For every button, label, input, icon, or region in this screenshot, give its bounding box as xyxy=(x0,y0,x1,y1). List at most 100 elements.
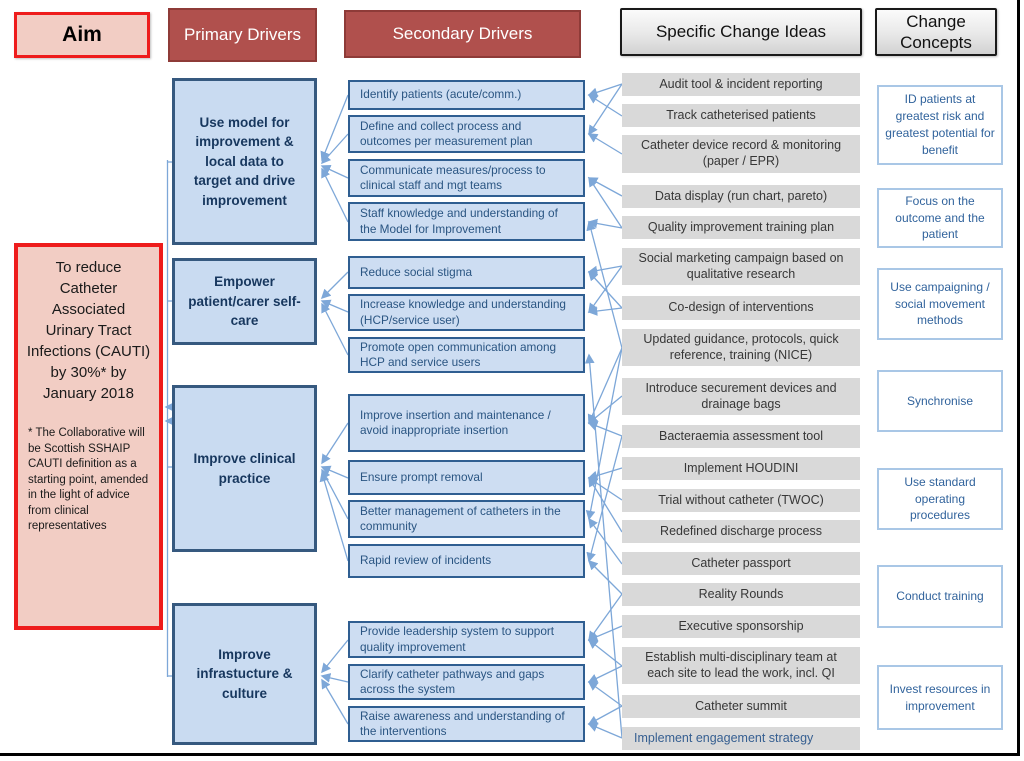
secondary-driver-box: Staff knowledge and understanding of the… xyxy=(348,202,585,241)
change-concept-box: Use standard operating procedures xyxy=(877,468,1003,530)
secondary-driver-label: Identify patients (acute/comm.) xyxy=(360,87,522,102)
change-idea-box: Audit tool & incident reporting xyxy=(622,73,860,96)
specific-change-ideas-header: Specific Change Ideas xyxy=(620,8,862,56)
change-idea-label: Quality improvement training plan xyxy=(647,219,835,234)
change-idea-label: Co-design of interventions xyxy=(668,300,814,315)
change-concepts-header-label: Change Concepts xyxy=(900,11,972,52)
secondary-driver-label: Ensure prompt removal xyxy=(360,469,483,484)
secondary-driver-box: Promote open communication among HCP and… xyxy=(348,337,585,373)
change-concept-label: Focus on the outcome and the patient xyxy=(895,193,985,242)
change-concept-box: Conduct training xyxy=(877,565,1003,628)
change-concepts-header: Change Concepts xyxy=(875,8,997,56)
change-idea-box: Implement HOUDINI xyxy=(622,457,860,480)
change-concept-box: ID patients at greatest risk and greates… xyxy=(877,85,1003,165)
primary-driver-label: Use model for improvement & local data t… xyxy=(193,114,296,208)
specific-change-ideas-header-label: Specific Change Ideas xyxy=(655,22,827,42)
aim-header: Aim xyxy=(14,12,150,58)
change-idea-box: Redefined discharge process xyxy=(622,520,860,543)
change-idea-label: Catheter device record & monitoring (pap… xyxy=(640,138,842,168)
change-idea-box: Catheter passport xyxy=(622,552,860,575)
primary-driver-box: Use model for improvement & local data t… xyxy=(172,78,317,245)
change-idea-box: Implement engagement strategy xyxy=(622,727,860,750)
change-idea-box: Establish multi-disciplinary team at eac… xyxy=(622,647,860,684)
secondary-drivers-header-label: Secondary Drivers xyxy=(392,24,533,44)
secondary-driver-label: Provide leadership system to support qua… xyxy=(360,624,555,654)
secondary-driver-label: Staff knowledge and understanding of the… xyxy=(360,206,558,236)
secondary-driver-label: Clarify catheter pathways and gaps acros… xyxy=(360,666,545,696)
aim-header-label: Aim xyxy=(62,23,102,46)
change-idea-label: Introduce securement devices and drainag… xyxy=(645,380,837,411)
secondary-driver-box: Clarify catheter pathways and gaps acros… xyxy=(348,664,585,700)
change-idea-box: Data display (run chart, pareto) xyxy=(622,185,860,208)
secondary-driver-box: Raise awareness and understanding of the… xyxy=(348,706,585,742)
secondary-driver-label: Promote open communication among HCP and… xyxy=(360,339,557,369)
change-concept-label: Use campaigning / social movement method… xyxy=(890,279,990,328)
change-idea-box: Quality improvement training plan xyxy=(622,216,860,239)
change-idea-box: Bacteraemia assessment tool xyxy=(622,425,860,448)
secondary-driver-label: Define and collect process and outcomes … xyxy=(360,118,533,148)
change-idea-label: Implement engagement strategy xyxy=(634,730,814,745)
change-idea-box: Catheter summit xyxy=(622,695,860,718)
change-idea-box: Reality Rounds xyxy=(622,583,860,606)
change-idea-label: Implement HOUDINI xyxy=(683,460,799,475)
secondary-driver-label: Rapid review of incidents xyxy=(360,553,492,568)
secondary-driver-box: Identify patients (acute/comm.) xyxy=(348,80,585,110)
change-idea-label: Social marketing campaign based on quali… xyxy=(638,250,844,281)
change-idea-label: Trial without catheter (TWOC) xyxy=(658,492,824,507)
change-idea-label: Reality Rounds xyxy=(698,586,784,601)
page-border-right xyxy=(1017,0,1020,756)
aim-box: To reduce Catheter Associated Urinary Tr… xyxy=(14,243,163,630)
secondary-driver-box: Increase knowledge and understanding (HC… xyxy=(348,294,585,331)
primary-drivers-header: Primary Drivers xyxy=(168,8,317,62)
change-concept-label: Invest resources in improvement xyxy=(889,681,991,713)
secondary-driver-box: Improve insertion and maintenance / avoi… xyxy=(348,394,585,452)
change-idea-box: Co-design of interventions xyxy=(622,296,860,320)
secondary-drivers-header: Secondary Drivers xyxy=(344,10,581,58)
primary-driver-box: Improve clinical practice xyxy=(172,385,317,552)
change-concept-box: Use campaigning / social movement method… xyxy=(877,268,1003,340)
primary-driver-box: Improve infrastucture & culture xyxy=(172,603,317,745)
secondary-driver-box: Rapid review of incidents xyxy=(348,544,585,578)
secondary-driver-box: Communicate measures/process to clinical… xyxy=(348,159,585,197)
change-concept-box: Synchronise xyxy=(877,370,1003,432)
change-concept-label: Conduct training xyxy=(896,589,984,604)
secondary-driver-box: Ensure prompt removal xyxy=(348,460,585,495)
change-concept-label: Synchronise xyxy=(906,393,974,408)
primary-driver-label: Improve clinical practice xyxy=(193,450,296,486)
change-idea-box: Introduce securement devices and drainag… xyxy=(622,378,860,415)
secondary-driver-box: Define and collect process and outcomes … xyxy=(348,115,585,153)
secondary-driver-label: Raise awareness and understanding of the… xyxy=(360,708,565,738)
primary-driver-box: Empower patient/carer self-care xyxy=(172,258,317,345)
primary-driver-label: Improve infrastucture & culture xyxy=(196,646,293,701)
aim-footnote-text: * The Collaborative will be Scottish SSH… xyxy=(28,427,149,533)
secondary-driver-box: Provide leadership system to support qua… xyxy=(348,621,585,658)
change-idea-label: Track catheterised patients xyxy=(666,107,816,122)
change-concept-box: Invest resources in improvement xyxy=(877,665,1003,730)
page-border-bottom xyxy=(0,753,1020,756)
change-idea-box: Updated guidance, protocols, quick refer… xyxy=(622,329,860,366)
change-idea-label: Establish multi-disciplinary team at eac… xyxy=(645,649,837,680)
secondary-driver-label: Reduce social stigma xyxy=(360,264,473,279)
primary-driver-label: Empower patient/carer self-care xyxy=(188,274,301,329)
change-concept-box: Focus on the outcome and the patient xyxy=(877,188,1003,248)
aim-goal-text: To reduce Catheter Associated Urinary Tr… xyxy=(26,259,151,402)
change-idea-box: Catheter device record & monitoring (pap… xyxy=(622,135,860,173)
change-idea-label: Catheter summit xyxy=(695,698,787,713)
change-idea-label: Bacteraemia assessment tool xyxy=(659,428,823,443)
change-idea-label: Executive sponsorship xyxy=(678,618,804,633)
change-idea-label: Catheter passport xyxy=(691,555,791,570)
secondary-driver-label: Improve insertion and maintenance / avoi… xyxy=(360,407,551,437)
secondary-driver-box: Reduce social stigma xyxy=(348,256,585,289)
secondary-driver-label: Communicate measures/process to clinical… xyxy=(360,162,546,192)
change-concept-label: ID patients at greatest risk and greates… xyxy=(885,92,995,157)
change-idea-box: Track catheterised patients xyxy=(622,104,860,127)
change-concept-label: Use standard operating procedures xyxy=(904,474,976,523)
change-idea-label: Data display (run chart, pareto) xyxy=(654,188,828,203)
change-idea-label: Updated guidance, protocols, quick refer… xyxy=(643,331,839,362)
change-idea-box: Trial without catheter (TWOC) xyxy=(622,489,860,512)
change-idea-box: Social marketing campaign based on quali… xyxy=(622,248,860,285)
primary-drivers-header-label: Primary Drivers xyxy=(183,25,302,45)
change-idea-label: Audit tool & incident reporting xyxy=(659,76,823,91)
secondary-driver-box: Better management of catheters in the co… xyxy=(348,500,585,538)
change-idea-box: Executive sponsorship xyxy=(622,615,860,638)
